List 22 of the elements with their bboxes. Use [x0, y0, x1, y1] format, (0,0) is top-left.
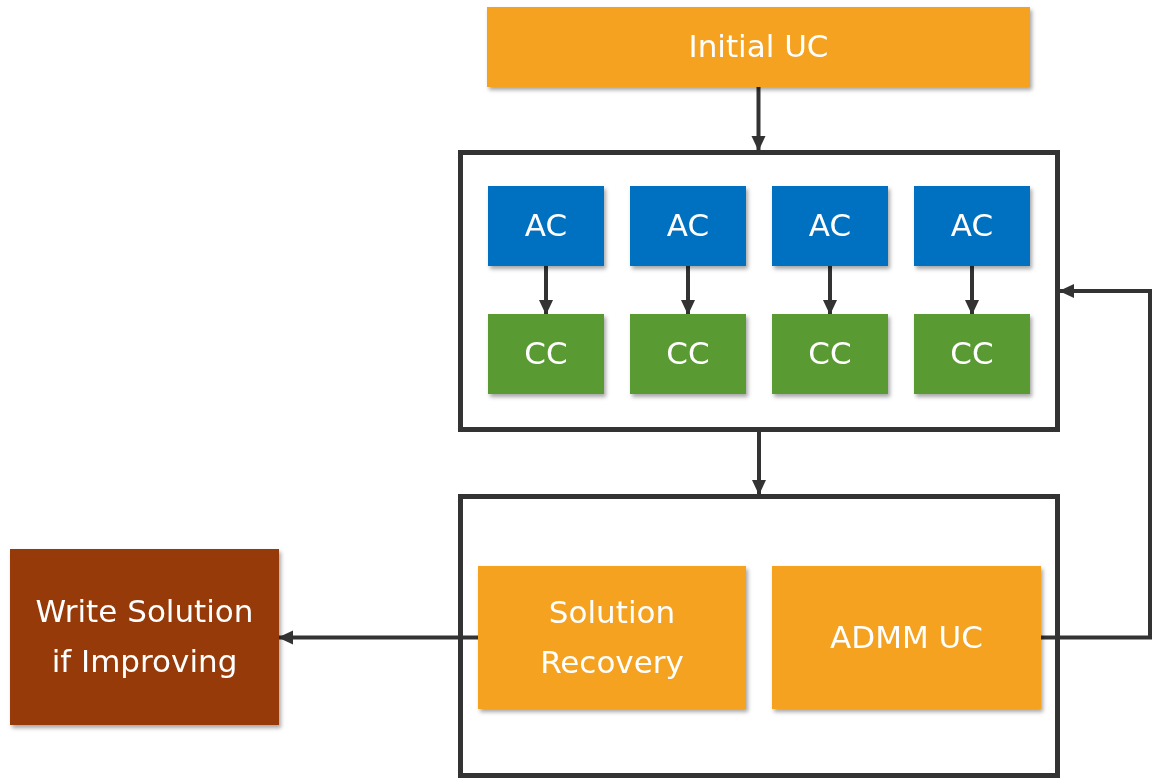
process-box: Write Solution if Improving	[10, 549, 279, 725]
arrow	[539, 266, 553, 315]
process-box: AC	[914, 186, 1030, 266]
arrow	[1041, 284, 1152, 640]
process-box: ADMM UC	[772, 566, 1041, 709]
process-box: Solution Recovery	[478, 566, 746, 709]
group-frame	[458, 150, 1060, 432]
process-box: CC	[630, 314, 746, 394]
arrow	[751, 87, 766, 151]
arrow	[965, 266, 979, 315]
process-box: AC	[630, 186, 746, 266]
process-box: CC	[488, 314, 604, 394]
process-box: AC	[772, 186, 888, 266]
process-box: Initial UC	[487, 7, 1030, 87]
arrow	[823, 266, 837, 315]
group-frame	[458, 494, 1060, 778]
process-box: CC	[772, 314, 888, 394]
process-box: AC	[488, 186, 604, 266]
arrow	[752, 432, 766, 495]
process-box: CC	[914, 314, 1030, 394]
arrow	[278, 630, 478, 645]
arrow	[681, 266, 695, 315]
